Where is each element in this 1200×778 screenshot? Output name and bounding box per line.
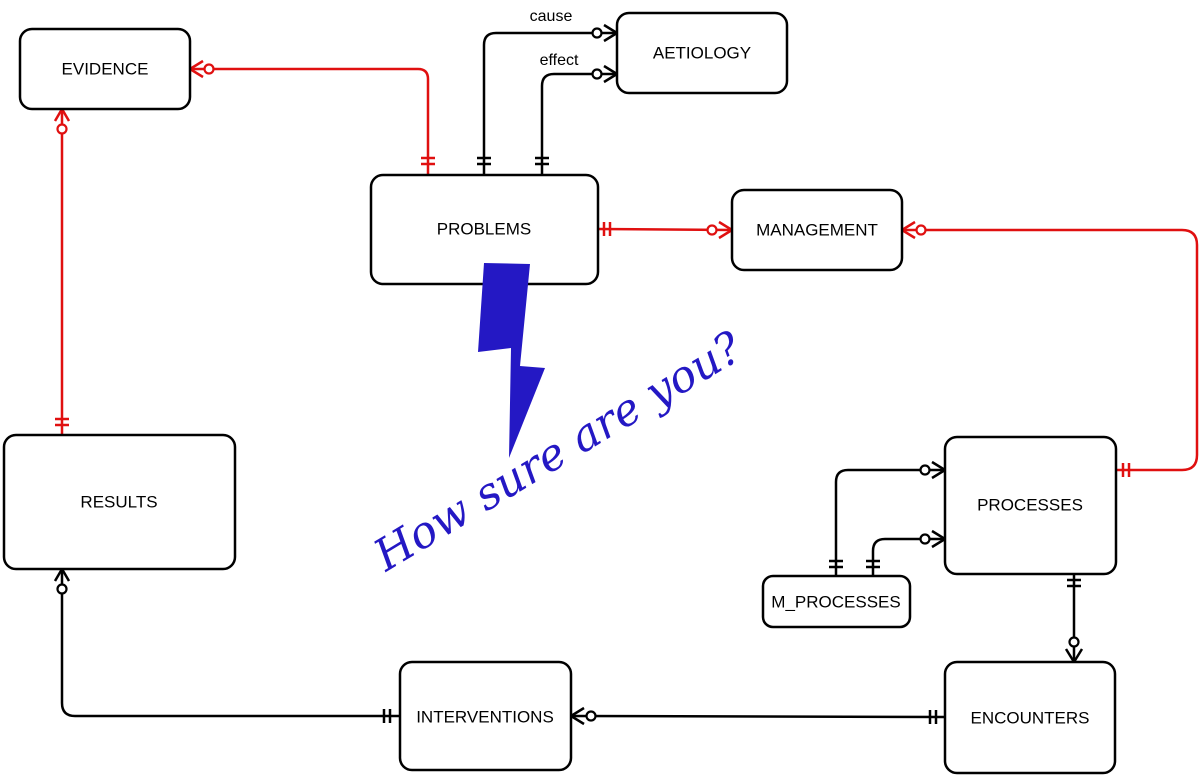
connector-problems-aetiology-cause xyxy=(477,23,618,175)
connector-interventions-encounters xyxy=(570,706,946,726)
connector-problems-management xyxy=(597,220,733,240)
entity-evidence[interactable]: EVIDENCE xyxy=(18,27,192,111)
connector-results-interventions xyxy=(53,568,400,723)
connector-problems-aetiology-effect xyxy=(535,64,618,175)
callout-how-sure: How sure are you? xyxy=(365,322,752,582)
entity-label-results: RESULTS xyxy=(80,492,157,511)
entity-label-interventions: INTERVENTIONS xyxy=(416,707,554,726)
entity-management[interactable]: MANAGEMENT xyxy=(730,188,904,272)
connector-evidence-results xyxy=(53,108,71,435)
entity-processes[interactable]: PROCESSES xyxy=(943,435,1118,576)
relationship-label-cause: cause xyxy=(530,8,573,25)
entity-label-m-processes: M_PROCESSES xyxy=(771,592,900,611)
entity-label-evidence: EVIDENCE xyxy=(62,59,149,78)
connector-processes-encounters xyxy=(1064,574,1084,663)
entity-problems[interactable]: PROBLEMS xyxy=(369,173,600,286)
connector-mprocesses-processes-lower xyxy=(866,529,946,576)
connector-management-processes xyxy=(901,220,1199,477)
connector-evidence-problems xyxy=(189,59,435,175)
entity-label-aetiology: AETIOLOGY xyxy=(653,43,751,62)
entity-label-management: MANAGEMENT xyxy=(756,220,878,239)
entity-results[interactable]: RESULTS xyxy=(2,433,237,571)
entity-label-encounters: ENCOUNTERS xyxy=(970,708,1089,727)
lightning-bolt-icon xyxy=(478,263,545,458)
entity-aetiology[interactable]: AETIOLOGY xyxy=(615,11,789,95)
entity-encounters[interactable]: ENCOUNTERS xyxy=(943,660,1117,775)
entity-label-processes: PROCESSES xyxy=(977,495,1083,514)
entity-label-problems: PROBLEMS xyxy=(437,219,531,238)
entity-interventions[interactable]: INTERVENTIONS xyxy=(398,660,573,772)
relationship-label-effect: effect xyxy=(540,52,579,69)
entity-m-processes[interactable]: M_PROCESSES xyxy=(761,574,912,629)
connector-mprocesses-processes-upper xyxy=(829,460,946,576)
